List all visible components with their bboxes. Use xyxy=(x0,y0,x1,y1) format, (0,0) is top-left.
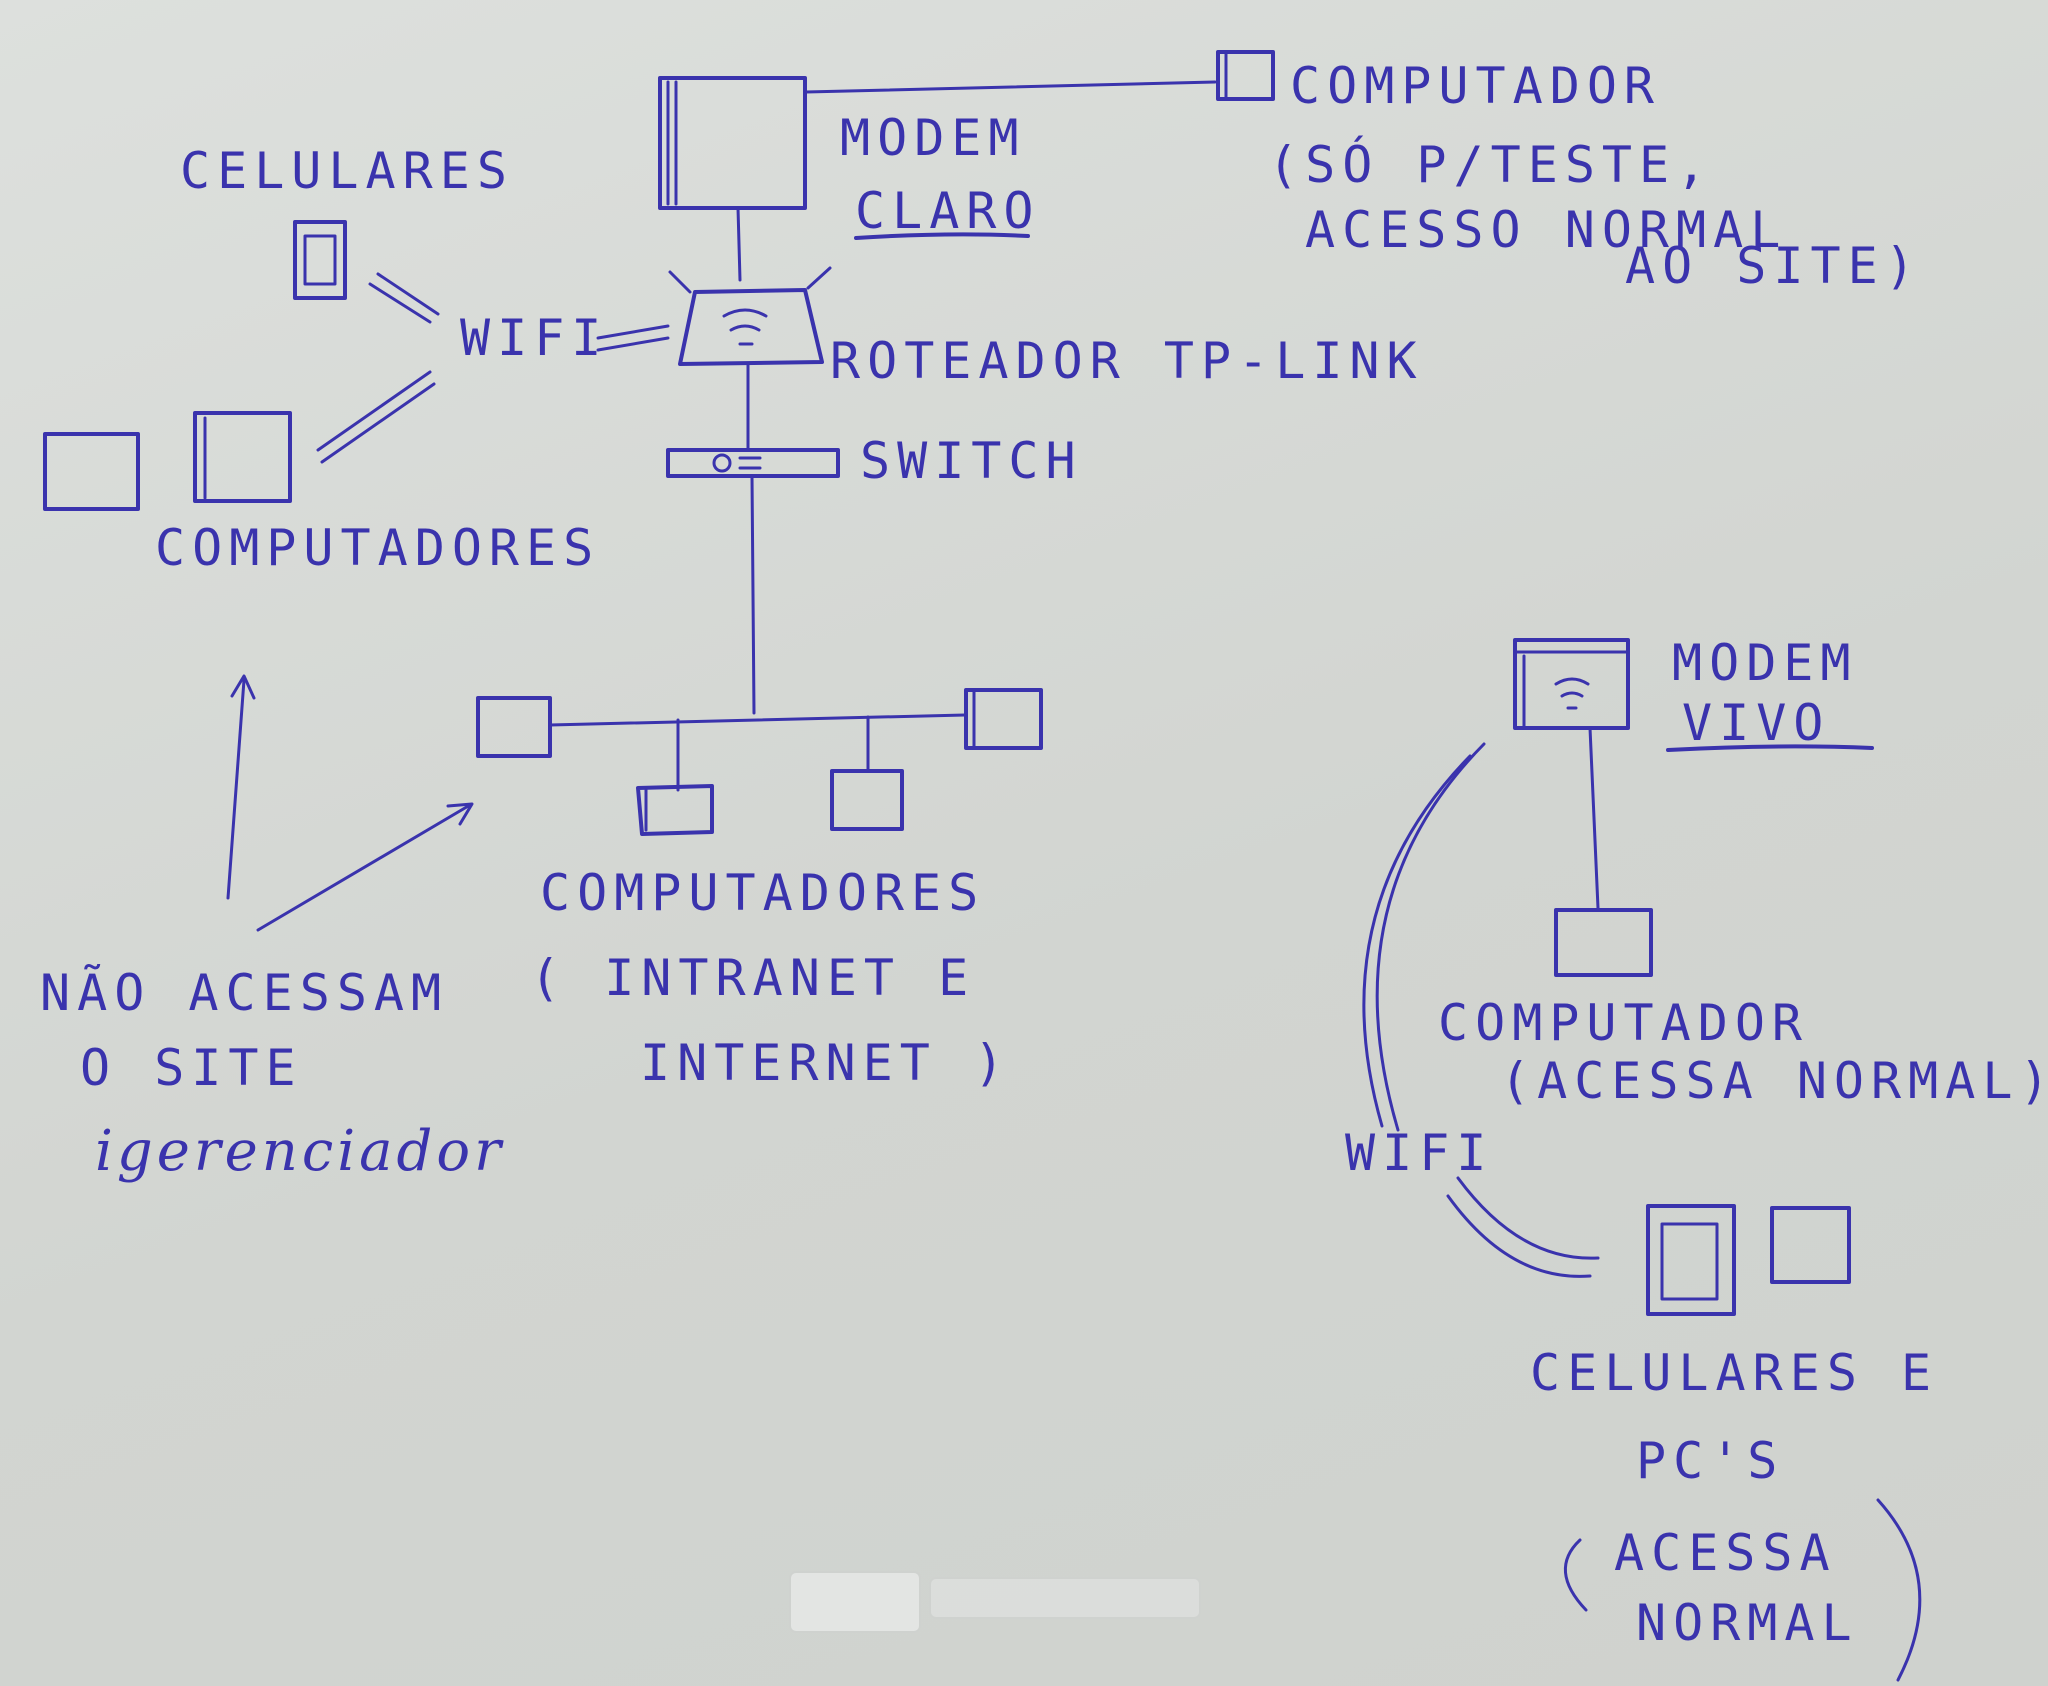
computador-vivo-icon xyxy=(1554,908,1653,977)
celulares-pcs-label-2: PC'S xyxy=(1636,1432,1784,1490)
computador-left-2-icon xyxy=(193,411,292,503)
computadores-mid-note-2: INTERNET ) xyxy=(640,1034,1011,1092)
claro-underline xyxy=(854,232,1030,240)
link-vivo-computer xyxy=(1588,726,1600,910)
computador-vivo-label: COMPUTADOR xyxy=(1438,994,1809,1052)
nao-acessam-label: NÃO ACESSAM xyxy=(40,964,448,1022)
computador-lan-1-icon xyxy=(476,696,552,758)
computador-lan-4-icon xyxy=(964,688,1043,750)
celulares-top-label: CELULARES xyxy=(180,142,514,200)
computador-vivo-note: (ACESSA NORMAL) xyxy=(1500,1052,2048,1110)
wifi-signal-router xyxy=(596,324,670,352)
modem-claro-icon xyxy=(658,76,807,210)
switch-icon xyxy=(666,448,840,478)
link-modem-router xyxy=(736,206,742,282)
paren-open xyxy=(1564,1538,1588,1612)
link-switch-bus xyxy=(750,474,756,715)
celular-top-icon xyxy=(293,220,347,300)
nao-acessam-note-1: O SITE xyxy=(80,1039,303,1097)
computador-top-note-1: (SÓ P/TESTE, xyxy=(1268,135,1713,194)
computador-lan-3-icon xyxy=(830,769,904,831)
vivo-underline xyxy=(1666,744,1874,752)
celulares-pcs-note-2: NORMAL xyxy=(1636,1594,1859,1652)
link-modem-computer xyxy=(804,80,1217,94)
router-label: ROTEADOR TP-LINK xyxy=(830,332,1424,390)
router-icon xyxy=(668,266,832,366)
pc-vivo-icon xyxy=(1770,1206,1851,1284)
computadores-mid-note-1: ( INTRANET E xyxy=(530,949,975,1007)
computador-top-icon xyxy=(1216,50,1275,101)
celular-vivo-icon xyxy=(1646,1204,1736,1316)
wifi-signal-vivo xyxy=(1362,742,1600,1278)
computador-left-1-icon xyxy=(43,432,140,511)
computadores-left-label: COMPUTADORES xyxy=(155,519,600,577)
wifi-top-label: WIFI xyxy=(460,309,608,367)
modem-claro-sublabel: CLARO xyxy=(855,182,1041,240)
wifi-signal-computadores xyxy=(316,370,436,464)
wifi-signal-celulares xyxy=(368,272,440,324)
paren-close xyxy=(1876,1498,1922,1682)
computadores-mid-label: COMPUTADORES xyxy=(540,864,985,922)
computador-top-note-3: AO SITE) xyxy=(1625,237,1922,295)
modem-claro-label: MODEM xyxy=(840,109,1026,167)
computador-top-label: COMPUTADOR xyxy=(1290,57,1661,115)
computador-lan-2-icon xyxy=(636,784,714,836)
modem-vivo-label: MODEM xyxy=(1672,634,1858,692)
computador-top-note-2: ACESSO NORMAL xyxy=(1305,201,1787,259)
faint-watermark xyxy=(789,1571,1201,1633)
lan-bus xyxy=(548,713,967,727)
celulares-pcs-label: CELULARES E xyxy=(1530,1344,1938,1402)
modem-vivo-icon xyxy=(1513,638,1630,730)
wifi-vivo-label: WIFI xyxy=(1345,1124,1493,1182)
celulares-pcs-note-1: ACESSA xyxy=(1614,1524,1837,1582)
arrow-to-computadores-lan xyxy=(256,802,474,932)
nao-acessam-note-2: igerenciador xyxy=(95,1119,505,1184)
modem-vivo-sublabel: VIVO xyxy=(1682,694,1830,752)
switch-label: SWITCH xyxy=(860,432,1083,490)
arrow-to-computadores-left xyxy=(226,674,256,900)
